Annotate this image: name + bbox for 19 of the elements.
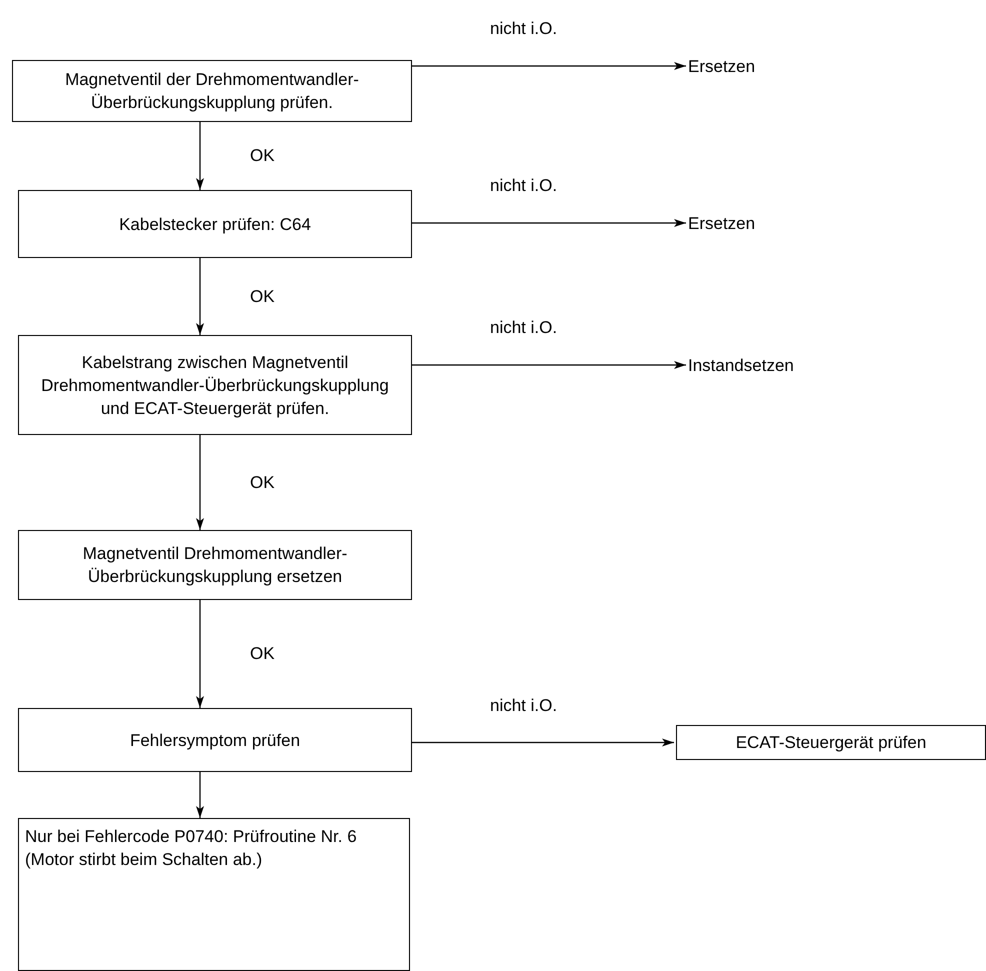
arrow bbox=[196, 772, 204, 818]
result-text: Instandsetzen bbox=[688, 354, 838, 376]
result-text: Ersetzen bbox=[688, 55, 808, 77]
process-box: Nur bei Fehlercode P0740: Prüfroutine Nr. 6 (Motor stirbt beim Schalten ab.) bbox=[18, 818, 410, 971]
arrow bbox=[412, 361, 686, 369]
process-box: Kabelstrang zwischen Magnetventil Drehmomentwandler-Überbrückungskupplung und ECAT-Steuergerät prüfen. bbox=[18, 335, 412, 435]
arrow bbox=[412, 62, 686, 70]
arrow bbox=[412, 738, 674, 746]
result-text: Ersetzen bbox=[688, 212, 808, 234]
arrow bbox=[196, 258, 204, 335]
process-box: Magnetventil Drehmomentwandler-Überbrückungskupplung ersetzen bbox=[18, 530, 412, 600]
process-box: Magnetventil der Drehmomentwandler-Überbrückungskupplung prüfen. bbox=[12, 60, 412, 122]
arrow bbox=[196, 600, 204, 708]
process-box: Kabelstecker prüfen: C64 bbox=[18, 190, 412, 258]
process-box: Fehlersymptom prüfen bbox=[18, 708, 412, 772]
arrow bbox=[412, 219, 686, 227]
arrow bbox=[196, 122, 204, 190]
arrow bbox=[196, 435, 204, 530]
process-box: ECAT-Steuergerät prüfen bbox=[676, 725, 986, 760]
